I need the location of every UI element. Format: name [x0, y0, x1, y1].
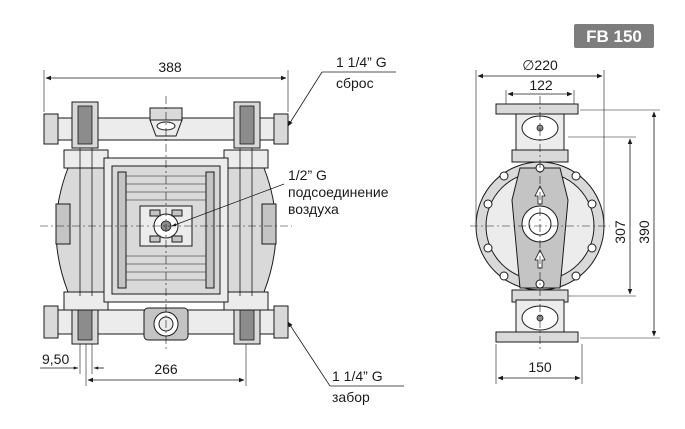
outlet-size-label: 1 1/4” G: [336, 54, 387, 70]
dim-offset: 9,50: [42, 351, 69, 367]
dim-base-width: 150: [528, 359, 552, 375]
model-badge-text: FB 150: [586, 27, 642, 46]
dim-height-outer: 390: [636, 220, 652, 244]
air-label-line1: подсоединение: [288, 184, 389, 200]
side-view: ∅220 122 150 307 390: [470, 57, 660, 384]
air-size-label: 1/2” G: [288, 167, 327, 183]
dim-diameter: ∅220: [522, 57, 558, 73]
outlet-label: сброс: [336, 75, 374, 91]
dim-top-width: 122: [529, 77, 553, 93]
front-view: 388 266 9,50: [40, 59, 292, 386]
inlet-label: забор: [332, 389, 370, 405]
dim-width: 388: [158, 59, 182, 75]
air-label-line2: воздуха: [288, 201, 339, 217]
callouts: 1 1/4” G сброс 1/2” G подсоединение возд…: [171, 54, 404, 405]
dim-base: 266: [154, 361, 178, 377]
dim-height-inner: 307: [612, 220, 628, 244]
model-badge: FB 150: [574, 24, 654, 48]
inlet-size-label: 1 1/4” G: [332, 368, 383, 384]
